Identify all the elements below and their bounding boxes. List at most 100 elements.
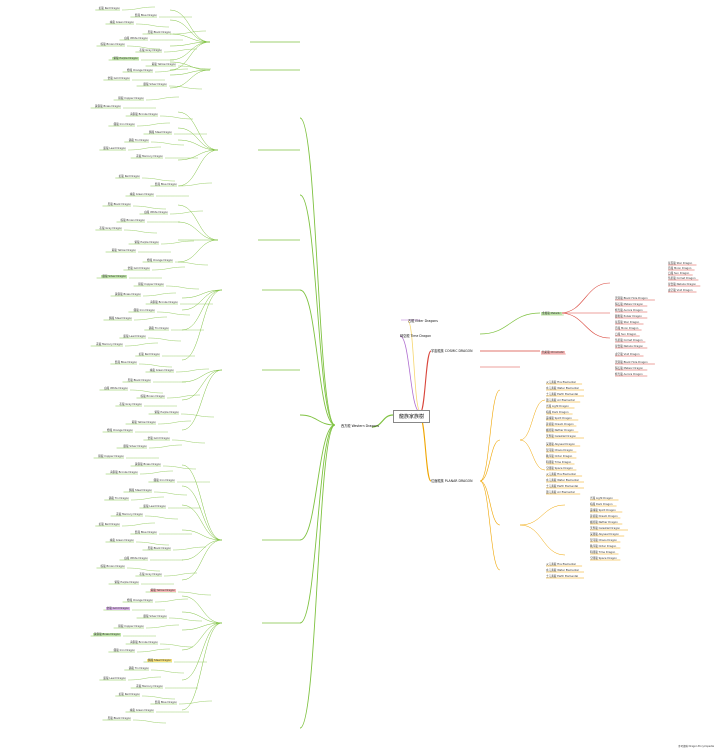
leaf-node[interactable]: 紅龍 Red Dragon (118, 175, 140, 178)
leaf-node[interactable]: 青銅龍 Bronze Dragon (130, 113, 158, 116)
leaf-node[interactable]: 棕龍 Brown Dragon (120, 219, 145, 222)
leaf-node[interactable]: 橙龍 Orange Dragon (127, 599, 153, 602)
leaf-node[interactable]: 黑龍 Black Dragon (107, 203, 131, 206)
leaf-node[interactable]: 日龍 Sun Dragon (668, 272, 690, 275)
leaf-node[interactable]: 星辰龍 Star Dragon (668, 262, 693, 265)
leaf-node[interactable]: 空間龍 Space Dragon (590, 557, 617, 560)
leaf-node[interactable]: 虛空龍 Void Dragon (615, 353, 640, 356)
leaf-node[interactable]: 黃龍 Yellow Dragon (131, 421, 156, 424)
leaf-node[interactable]: 秩序龍 Order Dragon (590, 545, 617, 548)
leaf-node[interactable]: 錫龍 Tin Dragon (108, 497, 129, 500)
leaf-node[interactable]: 彗星龍 Comet Dragon (615, 339, 643, 342)
leaf-node[interactable]: 極光龍 Aurora Dragon (615, 309, 643, 312)
leaf-node[interactable]: 金龍 Gold Dragon (147, 437, 170, 440)
leaf-node[interactable]: 深淵龍 Abyssal Dragon (590, 533, 619, 536)
leaf-node[interactable]: 風元素龍 Air Elemental (546, 491, 575, 494)
leaf-node[interactable]: 棕龍 Brown Dragon (140, 395, 165, 398)
leaf-node[interactable]: 光龍 Light Dragon (590, 497, 613, 500)
branch-western[interactable]: 西方龍 Western Dragons (341, 424, 380, 428)
leaf-node[interactable]: 土元素龍 Earth Elemental (546, 485, 579, 488)
leaf-node[interactable]: 紅龍 Red Dragon (98, 7, 120, 10)
leaf-node[interactable]: 鐵龍 Iron Dragon (133, 309, 155, 312)
leaf-node[interactable]: 汞龍 Mercury Dragon (96, 343, 123, 346)
leaf-node[interactable]: 青銅龍 Bronze Dragon (130, 641, 158, 644)
leaf-node[interactable]: 灰龍 Gray Dragon (139, 573, 162, 576)
leaf-node[interactable]: 星辰龍 Star Dragon (615, 321, 640, 324)
leaf-node[interactable]: 鋼龍 Steel Dragon (109, 317, 132, 320)
leaf-node[interactable]: 日龍 Sun Dragon (615, 333, 637, 336)
leaf-node[interactable]: 黑龍 Black Dragon (107, 717, 131, 720)
leaf-node[interactable]: 金龍 Gold Dragon (107, 77, 130, 80)
leaf-node[interactable]: 灰龍 Gray Dragon (119, 403, 142, 406)
leaf-node[interactable]: 銀龍 Silver Dragon (143, 83, 167, 86)
root-node[interactable]: 龍族家族樹 (393, 410, 431, 423)
leaf-node[interactable]: 隕石龍 Meteor Dragon (615, 303, 644, 306)
leaf-node[interactable]: 鉛龍 Lead Dragon (143, 505, 166, 508)
leaf-node[interactable]: 月龍 Moon Dragon (615, 327, 639, 330)
leaf-node[interactable]: 夢境龍 Dream Dragon (590, 515, 618, 518)
leaf-node[interactable]: 紅龍 Red Dragon (138, 353, 160, 356)
leaf-node[interactable]: 水元素龍 Water Elemental (546, 479, 579, 482)
leaf-node[interactable]: 黃龍 Yellow Dragon (151, 63, 176, 66)
branch-planar[interactable]: 位面龍族 PLANAR DRAGON (431, 479, 473, 483)
leaf-node[interactable]: 黑龍 Black Dragon (147, 547, 171, 550)
leaf-node[interactable]: 黃銅龍 Brass Dragon (114, 293, 141, 296)
leaf-node[interactable]: 錫龍 Tin Dragon (128, 667, 149, 670)
leaf-node[interactable]: 白龍 White Dragon (144, 211, 168, 214)
branch-prismatic[interactable]: 時空龍 Time Dragon (400, 334, 432, 338)
leaf-node[interactable]: 鉛龍 Lead Dragon (123, 335, 146, 338)
leaf-node[interactable]: 鐵龍 Iron Dragon (113, 649, 135, 652)
leaf-node[interactable]: 汞龍 Mercury Dragon (136, 155, 163, 158)
leaf-node[interactable]: 混沌龍 Chaos Dragon (590, 539, 617, 542)
leaf-node[interactable]: 橙龍 Orange Dragon (147, 259, 173, 262)
leaf-node[interactable]: 黑龍 Black Dragon (147, 31, 171, 34)
leaf-node[interactable]: 銅龍 Copper Dragon (118, 625, 144, 628)
leaf-node[interactable]: 深淵龍 Abyssal Dragon (546, 443, 575, 446)
leaf-node[interactable]: 鉛龍 Lead Dragon (103, 147, 126, 150)
leaf-node[interactable]: 鋼龍 Steel Dragon (147, 659, 172, 662)
leaf-node[interactable]: 火元素龍 Fire Elemental (546, 381, 576, 384)
leaf-node[interactable]: 黃銅龍 Brass Dragon (92, 633, 121, 636)
leaf-node[interactable]: 時間龍 Time Dragon (546, 461, 572, 464)
leaf-node[interactable]: 暗龍 Dark Dragon (590, 503, 613, 506)
leaf-node[interactable]: 黃龍 Yellow Dragon (149, 589, 176, 592)
leaf-node[interactable]: 銅龍 Copper Dragon (138, 283, 164, 286)
leaf-node[interactable]: 藍龍 Blue Dragon (114, 361, 137, 364)
leaf-node[interactable]: 水元素龍 Water Elemental (546, 569, 579, 572)
leaf-node[interactable]: 虛空龍 Void Dragon (668, 289, 693, 292)
leaf-node[interactable]: 紅龍 Red Dragon (118, 693, 140, 696)
leaf-node[interactable]: 銅龍 Copper Dragon (118, 97, 144, 100)
leaf-node[interactable]: 脈衝龍 Pulsar Dragon (615, 315, 642, 318)
leaf-node[interactable]: 綠龍 Green Dragon (109, 539, 134, 542)
leaf-node[interactable]: 紫龍 Purple Dragon (114, 581, 139, 584)
leaf-node[interactable]: 鐵龍 Iron Dragon (153, 479, 175, 482)
leaf-node[interactable]: 月龍 Moon Dragon (668, 267, 692, 270)
leaf-node[interactable]: 土元素龍 Earth Elemental (546, 575, 579, 578)
leaf-node[interactable]: 靈魂龍 Spirit Dragon (590, 509, 616, 512)
leaf-node[interactable]: 鋼龍 Steel Dragon (129, 489, 152, 492)
leaf-node[interactable]: 銀龍 Silver Dragon (123, 445, 147, 448)
leaf-node[interactable]: 灰龍 Gray Dragon (99, 227, 122, 230)
leaf-node[interactable]: 銀龍 Silver Dragon (101, 275, 127, 278)
leaf-node[interactable]: 幽冥龍 Nether Dragon (546, 429, 574, 432)
leaf-node[interactable]: 紅龍 Red Dragon (98, 523, 120, 526)
leaf-node[interactable]: 鉛龍 Lead Dragon (103, 677, 126, 680)
leaf-node[interactable]: 秩序龍 Order Dragon (546, 455, 573, 458)
leaf-node[interactable]: 隕石龍 Meteor Dragon (615, 367, 644, 370)
leaf-node[interactable]: 橙龍 Orange Dragon (107, 429, 133, 432)
leaf-node[interactable]: 橙龍 Orange Dragon (127, 69, 153, 72)
leaf-node[interactable]: 綠龍 Green Dragon (129, 193, 154, 196)
leaf-node[interactable]: 金龍 Gold Dragon (127, 267, 150, 270)
leaf-node[interactable]: 鋼龍 Steel Dragon (149, 131, 172, 134)
leaf-node[interactable]: 黃銅龍 Brass Dragon (134, 463, 161, 466)
branch-elder[interactable]: 古龍 Elder Dragons (408, 319, 438, 323)
leaf-node[interactable]: 星雲龍 Nebula Dragon (615, 345, 644, 348)
leaf-node[interactable]: 光龍 Light Dragon (546, 405, 569, 408)
leaf-node[interactable]: 綠龍 Green Dragon (149, 369, 174, 372)
leaf-node[interactable]: 藍龍 Blue Dragon (134, 14, 157, 17)
leaf-node[interactable]: 天界龍 Celestial Dragon (590, 527, 621, 530)
leaf-node[interactable]: 青銅龍 Bronze Dragon (110, 471, 138, 474)
leaf-node[interactable]: 棕龍 Brown Dragon (100, 43, 125, 46)
leaf-node[interactable]: 幽冥龍 Nether Dragon (590, 521, 618, 524)
leaf-node[interactable]: 青銅龍 Bronze Dragon (150, 301, 178, 304)
